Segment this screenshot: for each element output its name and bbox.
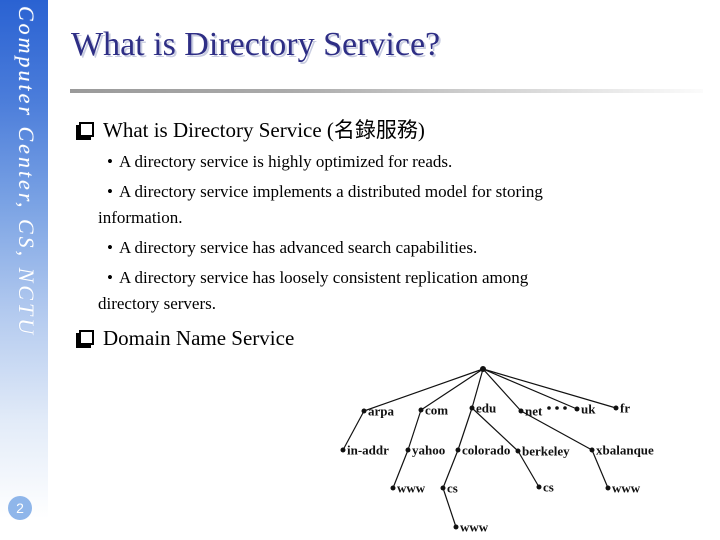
- tree-edge: [482, 368, 578, 410]
- sub-bullet-text: A directory service implements a distrib…: [98, 182, 543, 227]
- tree-node-label: in-addr: [347, 443, 389, 458]
- bullet-list: What is Directory Service (名錄服務) •A dire…: [66, 117, 656, 351]
- tree-node-dot: [340, 447, 346, 453]
- tree-node-label: edu: [476, 401, 496, 416]
- bullet-item: Domain Name Service: [66, 325, 656, 351]
- tree-node-label: www: [460, 520, 489, 535]
- tree-node-dot: [453, 524, 459, 530]
- tree-edge: [520, 410, 593, 451]
- sub-bullet-item: •A directory service has loosely consist…: [98, 265, 568, 317]
- sidebar: Computer Center, CS, NCTU 2: [0, 0, 48, 540]
- tree-node-dot: [440, 485, 446, 491]
- tree-edge: [363, 368, 484, 412]
- tree-node-label: cs: [447, 481, 458, 496]
- sub-bullet-text: A directory service has advanced search …: [118, 238, 478, 257]
- page-number-badge: 2: [8, 496, 32, 520]
- tree-edge: [342, 410, 365, 451]
- tree-node-label: com: [425, 403, 448, 418]
- bullet-text: What is Directory Service (名錄服務): [103, 118, 425, 142]
- dot-bullet-icon: •: [107, 152, 113, 171]
- tree-node-label: net: [525, 404, 543, 419]
- tree-node-dot: [574, 406, 580, 412]
- tree-node-label: www: [612, 481, 641, 496]
- dot-bullet-icon: •: [107, 268, 113, 287]
- square-bullet-icon: [79, 122, 94, 137]
- sub-bullet-item: • A directory service has advanced search…: [98, 235, 568, 261]
- tree-edge: [471, 407, 519, 452]
- sidebar-vertical-text: Computer Center, CS, NCTU: [14, 6, 39, 338]
- tree-ellipsis-dot: [547, 406, 551, 410]
- tree-edge: [392, 449, 409, 489]
- tree-node-label: colorado: [462, 443, 510, 458]
- sub-bullet-list: • A directory service is highly optimized…: [98, 149, 568, 317]
- tree-node-label: berkeley: [522, 444, 570, 459]
- tree-node-dot: [605, 485, 611, 491]
- tree-node-dot: [390, 485, 396, 491]
- sub-bullet-item: • A directory service is highly optimized…: [98, 149, 568, 175]
- tree-node-dot: [515, 448, 521, 454]
- tree-node-dot: [361, 408, 367, 414]
- tree-node-dot: [518, 408, 524, 414]
- slide-title: What is Directory Service?: [71, 26, 441, 63]
- tree-node-label: yahoo: [412, 443, 445, 458]
- title-separator: [70, 89, 703, 93]
- tree-node-label: arpa: [368, 404, 395, 419]
- sub-bullet-text: A directory service is highly optimized …: [118, 152, 453, 171]
- sub-bullet-text: A directory service has loosely consiste…: [98, 268, 529, 313]
- tree-edge: [407, 409, 422, 451]
- tree-node-dot: [469, 405, 475, 411]
- tree-edge: [482, 368, 522, 412]
- tree-edge: [471, 368, 484, 409]
- tree-ellipsis-dot: [563, 406, 567, 410]
- tree-node-label: www: [397, 481, 426, 496]
- tree-node-dot: [418, 407, 424, 413]
- sub-bullet-item: •A directory service implements a distri…: [98, 179, 568, 231]
- tree-node-dot: [480, 366, 486, 372]
- tree-edge: [591, 449, 609, 489]
- tree-edge: [457, 407, 473, 451]
- tree-node-dot: [455, 447, 461, 453]
- tree-node-label: cs: [543, 480, 554, 495]
- tree-edge: [482, 368, 617, 409]
- tree-ellipsis-dot: [555, 406, 559, 410]
- tree-node-label: fr: [620, 401, 630, 416]
- tree-node-dot: [536, 484, 542, 490]
- tree-node-label: uk: [581, 402, 596, 417]
- tree-node-dot: [613, 405, 619, 411]
- tree-node-label: xbalanque: [596, 443, 654, 458]
- bullet-text: Domain Name Service: [103, 326, 295, 350]
- tree-edge: [442, 449, 459, 489]
- tree-edge: [442, 487, 457, 528]
- tree-node-dot: [405, 447, 411, 453]
- tree-edge: [517, 450, 540, 488]
- square-bullet-icon: [79, 330, 94, 345]
- dot-bullet-icon: •: [107, 182, 113, 201]
- tree-node-dot: [589, 447, 595, 453]
- dot-bullet-icon: •: [107, 238, 113, 257]
- bullet-item: What is Directory Service (名錄服務): [66, 117, 656, 143]
- tree-edge: [420, 368, 484, 411]
